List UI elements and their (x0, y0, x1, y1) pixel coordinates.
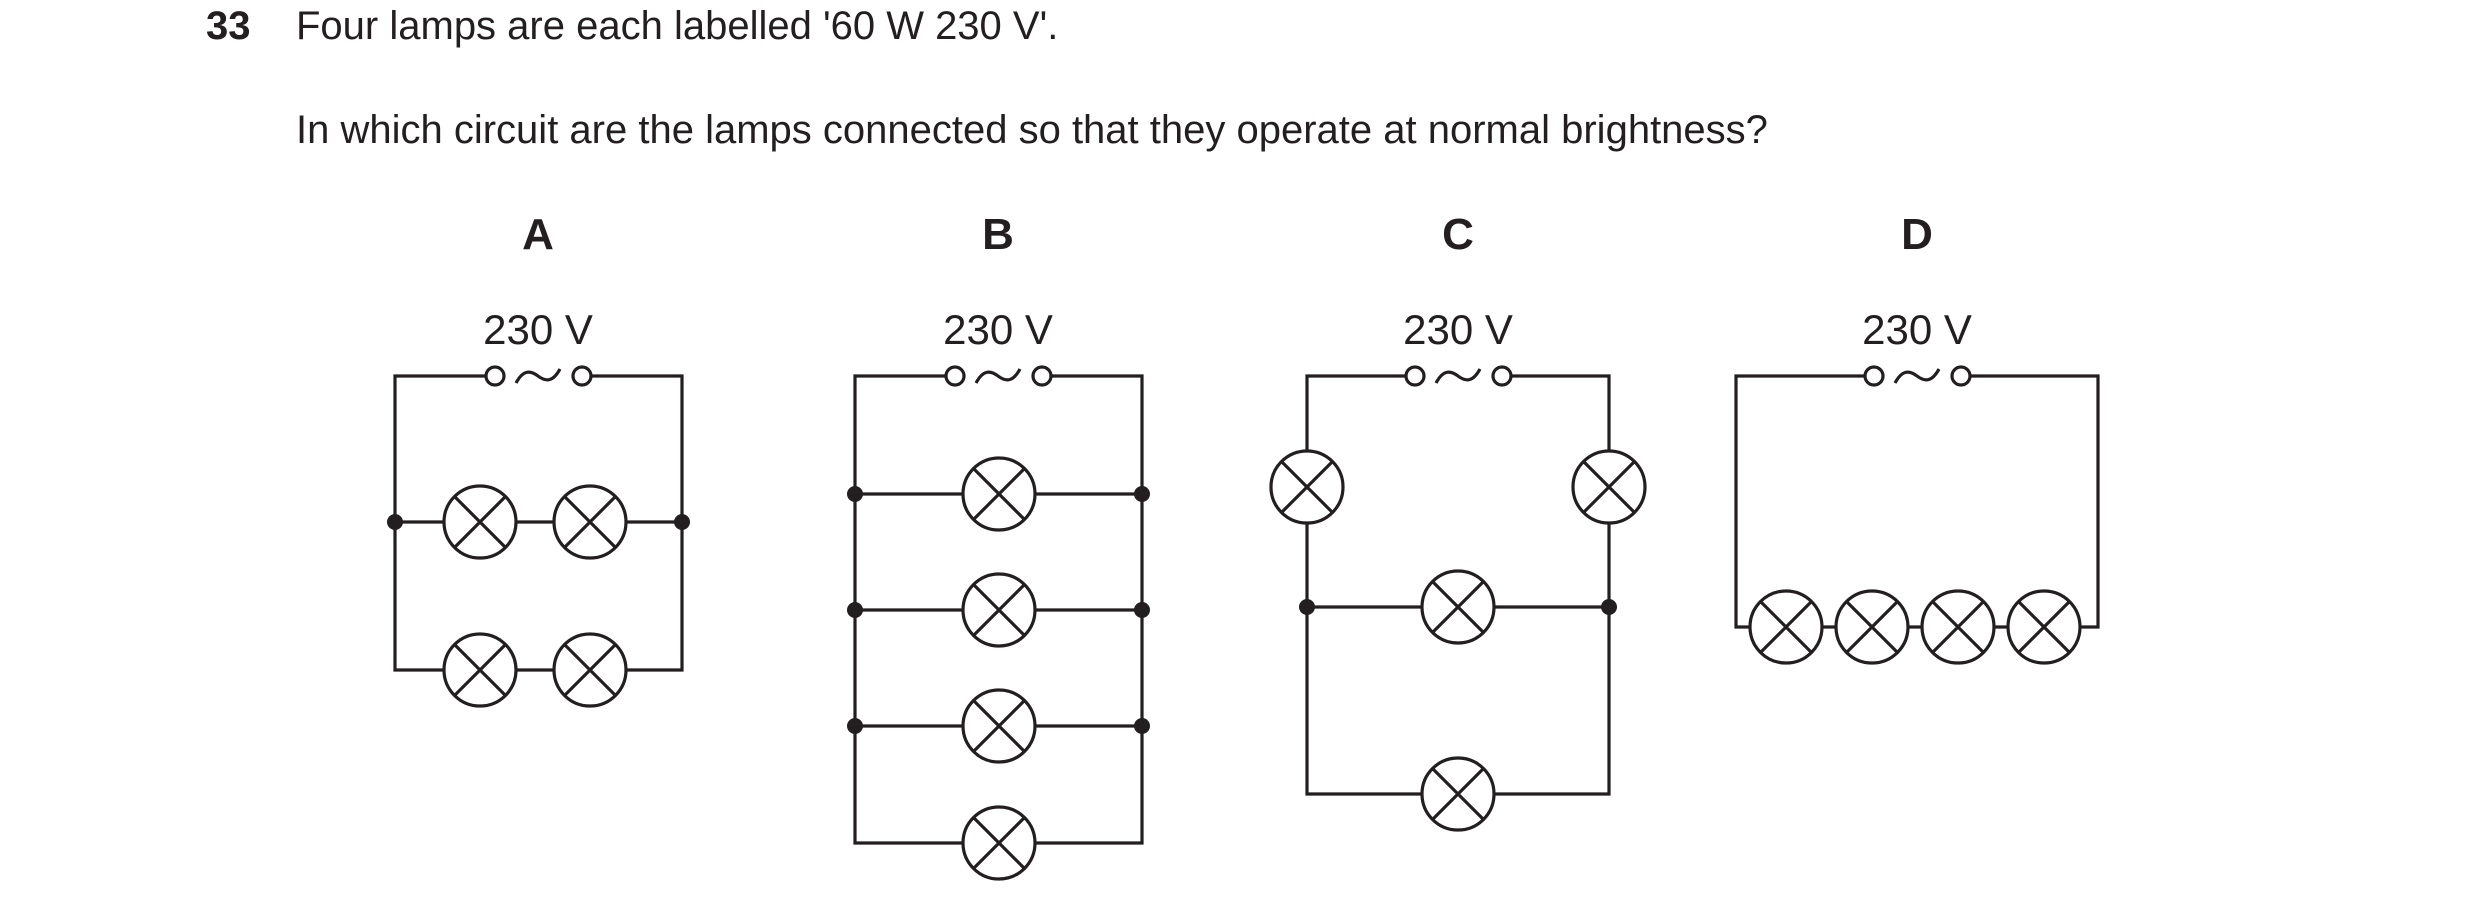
option-b-label: B (982, 210, 1014, 259)
lamp-icon (552, 484, 628, 560)
option-a-circuit[interactable]: A 230 V (387, 210, 690, 708)
junction-dot (847, 486, 863, 502)
option-d-label: D (1901, 210, 1933, 259)
lamp-icon (1748, 589, 1824, 665)
junction-dot (847, 718, 863, 734)
lamp-icon (442, 632, 518, 708)
lamp-icon (552, 632, 628, 708)
lamp-icon (2006, 589, 2082, 665)
option-d-supply-label: 230 V (1862, 306, 1972, 353)
lamp-icon (961, 688, 1037, 764)
lamp-icon (1420, 756, 1496, 832)
option-d-circuit[interactable]: D 230 V (1734, 210, 2100, 665)
junction-dot (674, 514, 690, 530)
junction-dot (1134, 718, 1150, 734)
lamp-icon (1834, 589, 1910, 665)
option-a-label: A (522, 210, 554, 259)
option-c-label: C (1442, 210, 1474, 259)
ac-supply-icon (1863, 365, 1972, 387)
option-d-wires (1734, 374, 2100, 629)
option-c-supply-label: 230 V (1403, 306, 1513, 353)
junction-dot (387, 514, 403, 530)
lamp-icon (1420, 569, 1496, 645)
lamp-icon (1269, 449, 1345, 525)
junction-dot (1134, 486, 1150, 502)
option-b-supply-label: 230 V (943, 306, 1053, 353)
ac-supply-icon (1404, 365, 1513, 387)
option-c-circuit[interactable]: C 230 V (1269, 210, 1647, 832)
lamp-icon (1920, 589, 1996, 665)
question-number: 33 (206, 4, 251, 48)
question-prompt: In which circuit are the lamps connected… (296, 108, 1768, 152)
ac-supply-icon (484, 365, 593, 387)
junction-dot (847, 602, 863, 618)
option-a-supply-label: 230 V (483, 306, 593, 353)
junction-dot (1299, 599, 1315, 615)
lamp-icon (961, 572, 1037, 648)
ac-supply-icon (944, 365, 1053, 387)
question-stem: Four lamps are each labelled '60 W 230 V… (296, 4, 1059, 48)
lamp-icon (1571, 449, 1647, 525)
lamp-icon (961, 805, 1037, 881)
option-a-wires (393, 374, 684, 672)
junction-dot (1134, 602, 1150, 618)
option-b-circuit[interactable]: B 230 V (847, 210, 1150, 881)
junction-dot (1601, 599, 1617, 615)
lamp-icon (442, 484, 518, 560)
lamp-icon (961, 456, 1037, 532)
